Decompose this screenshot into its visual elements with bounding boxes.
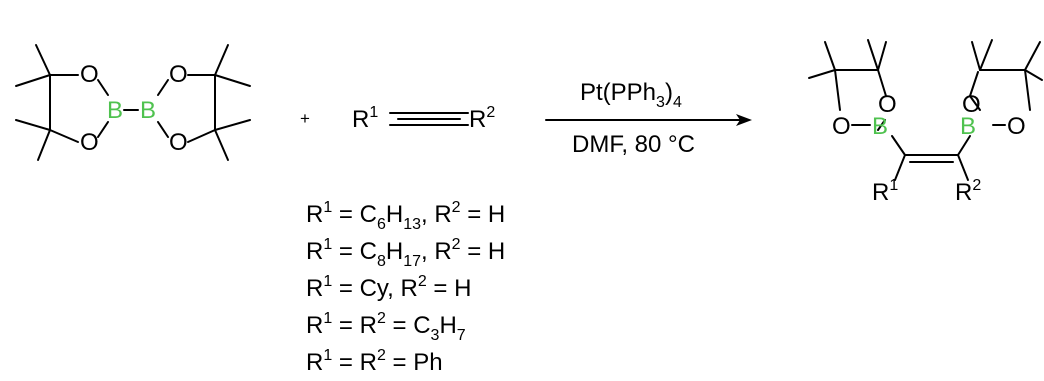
methyl-bond bbox=[971, 41, 981, 71]
methyl-bond bbox=[979, 39, 993, 71]
bond bbox=[97, 79, 109, 96]
plus-sign: + bbox=[300, 109, 310, 128]
substituent-text: H bbox=[439, 312, 456, 339]
bond bbox=[957, 154, 969, 181]
oxygen-atom: O bbox=[80, 61, 99, 88]
substituent-text: 1 bbox=[323, 236, 332, 253]
methyl-bond bbox=[877, 41, 887, 71]
methyl-bond bbox=[214, 74, 251, 87]
bond bbox=[877, 119, 886, 131]
boron-atom: B bbox=[872, 113, 888, 140]
methyl-bond bbox=[824, 41, 836, 71]
substituent-line: R1 = C8H17, R2 = H bbox=[306, 236, 505, 270]
oxygen-atom: O bbox=[962, 91, 981, 118]
substituent-text: 13 bbox=[403, 216, 421, 233]
substituent-text: H bbox=[386, 201, 403, 228]
bond bbox=[157, 121, 169, 138]
substituent-text: 2 bbox=[418, 273, 427, 290]
methyl-bond bbox=[214, 44, 229, 76]
oxygen-atom: O bbox=[832, 113, 851, 140]
substituent-text: = C bbox=[332, 238, 377, 265]
substituent-line: R1 = C6H13, R2 = H bbox=[306, 199, 505, 233]
substituent-line: R1 = Cy, R2 = H bbox=[306, 273, 471, 302]
substituent-text: 8 bbox=[377, 253, 386, 270]
alkyne-r1-label: R1 bbox=[352, 104, 378, 133]
bond bbox=[957, 135, 971, 156]
solvent-temperature-label: DMF, 80 °C bbox=[572, 131, 695, 158]
methyl-bond bbox=[867, 39, 879, 71]
b2pin2-molecule: O O B B O O bbox=[15, 44, 251, 161]
bond bbox=[969, 95, 981, 111]
catalyst-label: Pt(PPh3)4 bbox=[580, 79, 682, 111]
alkyne-molecule: R1 R2 bbox=[352, 104, 495, 133]
boron-atom: B bbox=[107, 97, 123, 124]
bond bbox=[157, 79, 169, 96]
bond bbox=[49, 129, 79, 143]
methyl-bond bbox=[37, 129, 51, 161]
methyl-bond bbox=[808, 69, 836, 79]
boron-atom: B bbox=[140, 97, 156, 124]
substituent-line: R1 = R2 = C3H7 bbox=[306, 310, 466, 344]
bond bbox=[891, 135, 906, 156]
substituent-text: = H bbox=[461, 201, 506, 228]
substituent-text: = R bbox=[332, 349, 377, 376]
substituent-text: = Ph bbox=[386, 349, 443, 376]
reaction-arrow-group: Pt(PPh3)4 DMF, 80 °C bbox=[545, 79, 752, 158]
substituent-text: R bbox=[306, 201, 323, 228]
bond bbox=[894, 154, 906, 181]
oxygen-atom: O bbox=[878, 91, 897, 118]
substituent-text: = H bbox=[427, 275, 472, 302]
product-r2-label: R2 bbox=[955, 177, 981, 206]
substituent-text: 1 bbox=[323, 199, 332, 216]
methyl-bond bbox=[15, 119, 51, 131]
methyl-bond bbox=[1024, 41, 1041, 71]
substituent-text: 2 bbox=[377, 347, 386, 364]
substituent-text: 1 bbox=[323, 310, 332, 327]
substituent-text: = C bbox=[386, 312, 431, 339]
substituent-text: R bbox=[306, 275, 323, 302]
substituent-text: = Cy, R bbox=[332, 275, 418, 302]
substituent-text: R bbox=[306, 349, 323, 376]
product-molecule: O O B B O O R1 R2 bbox=[808, 39, 1043, 206]
substituent-list: R1 = C6H13, R2 = HR1 = C8H17, R2 = HR1 =… bbox=[306, 199, 505, 376]
substituent-line: R1 = R2 = Ph bbox=[306, 347, 443, 376]
methyl-bond bbox=[214, 129, 229, 161]
product-r1-label: R1 bbox=[872, 177, 898, 206]
methyl-bond bbox=[15, 74, 51, 87]
bond bbox=[187, 129, 216, 143]
substituent-text: , R bbox=[421, 238, 452, 265]
substituent-text: = C bbox=[332, 201, 377, 228]
oxygen-atom: O bbox=[80, 129, 99, 156]
oxygen-atom: O bbox=[169, 61, 188, 88]
alkyne-r2-label: R2 bbox=[469, 104, 495, 133]
oxygen-atom: O bbox=[1007, 113, 1026, 140]
substituent-text: 2 bbox=[452, 236, 461, 253]
oxygen-atom: O bbox=[169, 129, 188, 156]
substituent-text: 2 bbox=[452, 199, 461, 216]
substituent-text: R bbox=[306, 312, 323, 339]
boron-atom: B bbox=[960, 113, 976, 140]
substituent-text: 2 bbox=[377, 310, 386, 327]
bond bbox=[834, 69, 841, 111]
methyl-bond bbox=[1024, 69, 1043, 81]
bond bbox=[1024, 69, 1031, 111]
methyl-bond bbox=[35, 44, 51, 76]
reaction-arrow-head bbox=[736, 114, 752, 126]
methyl-bond bbox=[214, 119, 251, 131]
substituent-text: H bbox=[386, 238, 403, 265]
substituent-text: , R bbox=[421, 201, 452, 228]
substituent-text: = H bbox=[461, 238, 506, 265]
substituent-text: 3 bbox=[431, 327, 440, 344]
bond bbox=[969, 71, 979, 97]
substituent-text: 17 bbox=[403, 253, 421, 270]
substituent-text: = R bbox=[332, 312, 377, 339]
bond bbox=[97, 121, 109, 138]
bond bbox=[877, 69, 887, 97]
substituent-text: 7 bbox=[457, 327, 466, 344]
substituent-text: R bbox=[306, 238, 323, 265]
substituent-text: 1 bbox=[323, 273, 332, 290]
substituent-text: 6 bbox=[377, 216, 386, 233]
substituent-text: 1 bbox=[323, 347, 332, 364]
